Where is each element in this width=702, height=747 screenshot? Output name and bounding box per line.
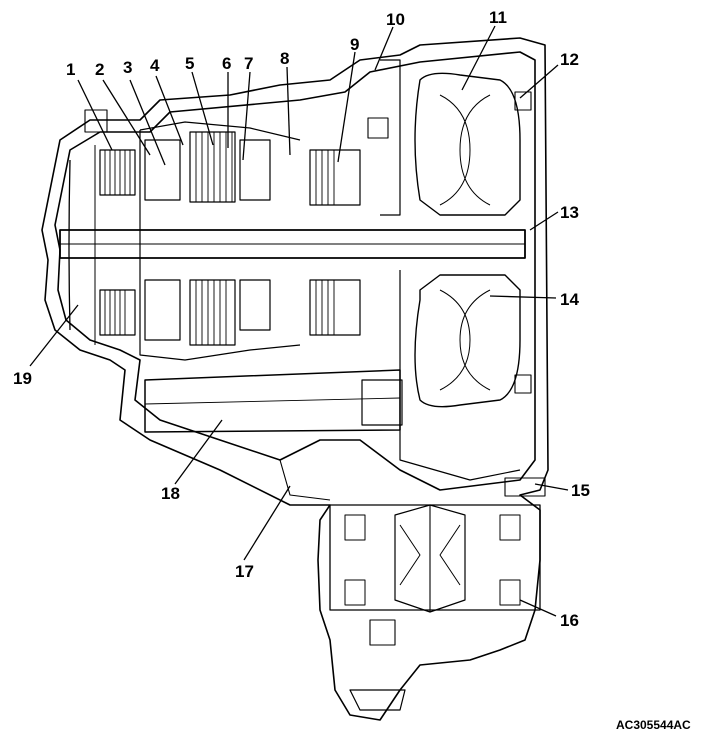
- callout-11: 11: [489, 8, 507, 27]
- leader-14: [489, 295, 557, 299]
- leader-4: [155, 75, 184, 146]
- callout-16: 16: [560, 611, 579, 630]
- leader-19: [29, 304, 79, 367]
- callout-5: 5: [185, 54, 195, 73]
- leader-1: [77, 79, 113, 151]
- callout-2: 2: [95, 60, 105, 79]
- callout-8: 8: [280, 49, 290, 68]
- counter-shaft: [144, 369, 401, 433]
- leader-3: [129, 79, 166, 166]
- differential: [329, 504, 541, 611]
- leader-18: [174, 419, 223, 485]
- leader-13: [529, 211, 559, 231]
- callout-9: 9: [350, 35, 360, 54]
- callout-1: 1: [66, 60, 76, 79]
- housing-outline: [41, 37, 549, 721]
- figure-id: AC305544AC: [616, 718, 691, 732]
- callout-18: 18: [161, 484, 180, 503]
- leader-2: [102, 79, 151, 156]
- leader-12: [519, 64, 559, 99]
- leader-7: [242, 71, 251, 161]
- callout-17: 17: [235, 562, 254, 581]
- callout-15: 15: [571, 481, 590, 500]
- torque-converter: [414, 72, 521, 216]
- leader-8: [286, 66, 291, 156]
- callout-13: 13: [560, 203, 579, 222]
- leader-16: [519, 599, 557, 617]
- callout-12: 12: [560, 50, 579, 69]
- leader-9: [337, 51, 356, 163]
- leader-10: [374, 26, 394, 71]
- callout-14: 14: [560, 290, 579, 309]
- callout-6: 6: [222, 54, 232, 73]
- callout-4: 4: [150, 56, 160, 75]
- leader-17: [243, 485, 291, 561]
- leader-5: [191, 71, 214, 146]
- leader-11: [461, 25, 496, 91]
- callout-19: 19: [13, 369, 32, 388]
- callout-7: 7: [244, 54, 254, 73]
- callout-10: 10: [386, 10, 405, 29]
- leader-15: [534, 483, 569, 491]
- callout-3: 3: [123, 58, 133, 77]
